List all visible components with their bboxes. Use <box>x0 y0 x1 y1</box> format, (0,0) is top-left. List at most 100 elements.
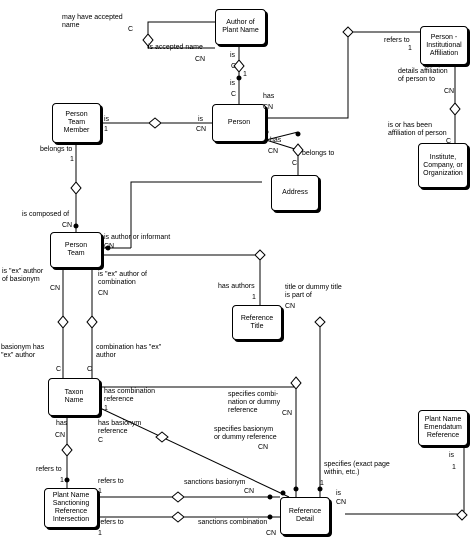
entity-person-team: Person Team <box>50 232 102 268</box>
label-refers-to: refers to <box>384 37 410 44</box>
label-title-or-dummy-title: title or dummy title is part of <box>285 284 342 299</box>
label-is-ex-author-of-basionym: is "ex" author of basionym <box>2 268 44 283</box>
label-cardinality: 1 <box>243 71 247 78</box>
diamond-marker <box>342 26 354 38</box>
label-cardinality: 1 <box>60 477 64 484</box>
label-has-combination-reference: has combination reference <box>104 388 155 403</box>
entity-person-institutional-affiliation: Person - Institutional Affiliation <box>420 26 468 65</box>
diamond-marker <box>70 181 82 195</box>
label-specifies-combination: specifies combi- nation or dummy referen… <box>228 391 281 414</box>
label-cardinality: 1 <box>104 126 108 133</box>
label-cardinality: C <box>231 91 237 98</box>
label-cardinality: C <box>56 366 62 373</box>
diamond-marker <box>254 249 266 261</box>
diamond-marker <box>61 443 73 457</box>
label-cardinality: CN <box>195 56 206 63</box>
connector <box>265 139 299 151</box>
label-cardinality: 1 <box>70 156 74 163</box>
label-is: is <box>198 116 204 123</box>
connector <box>265 131 299 141</box>
label-is-accepted-name: is accepted name <box>148 44 203 51</box>
label-basionym-has-ex-author: basionym has "ex" author <box>1 344 45 359</box>
label-is-author-or-informant: is author or informant <box>104 234 171 241</box>
label-cardinality: 1 <box>98 488 102 495</box>
diamond-marker <box>292 143 304 157</box>
label-has-basionym-reference: has basionym reference <box>98 420 142 435</box>
label-cardinality: C <box>292 160 298 167</box>
dot-marker <box>267 514 273 520</box>
label-cardinality: CN <box>336 499 347 506</box>
dot-marker <box>105 245 111 251</box>
label-cardinality: C <box>128 26 134 33</box>
entity-plant-name-emendatum-reference: Plant Name Emendatum Reference <box>418 410 468 446</box>
label-cardinality: CN <box>268 148 279 155</box>
entity-person-team-member: Person Team Member <box>52 103 101 143</box>
label-cardinality: 1 <box>452 464 456 471</box>
label-belongs-to: belongs to <box>302 150 335 157</box>
dot-marker <box>267 494 273 500</box>
label-cardinality: CN <box>50 285 61 292</box>
label-cardinality: CN <box>263 104 274 111</box>
dot-marker <box>295 131 301 137</box>
diamond-marker <box>171 491 185 503</box>
label-cardinality: 1 <box>104 405 108 412</box>
label-cardinality: CN <box>104 243 115 250</box>
label-refers-to: refers to <box>36 466 62 473</box>
diamond-marker <box>148 117 162 129</box>
label-has: has <box>263 93 275 100</box>
label-is: is <box>336 490 342 497</box>
diamond-marker <box>155 431 169 443</box>
dot-marker <box>64 477 70 483</box>
label-cardinality: C <box>446 138 452 145</box>
label-details-affiliation: details affiliation of person to <box>398 68 448 83</box>
label-specifies-basionym: specifies basionym or dummy reference <box>214 426 277 441</box>
diamond-marker <box>57 315 69 329</box>
entity-address: Address <box>271 175 319 211</box>
connector <box>345 446 465 515</box>
label-is: is <box>449 452 455 459</box>
label-refers-to: refers to <box>98 478 124 485</box>
label-cardinality: CN <box>244 488 255 495</box>
dot-marker <box>280 490 286 496</box>
label-has-authors: has authors <box>218 283 255 290</box>
label-is-or-has-been: is or has been affiliation of person <box>388 122 447 137</box>
entity-reference-title: Reference Title <box>232 305 282 340</box>
label-cardinality: 1 <box>320 480 324 487</box>
connector <box>99 407 290 498</box>
label-is-ex-author-of-combination: is "ex" author of combination <box>98 271 147 286</box>
label-specifies-exact-page: specifies (exact page within, etc.) <box>324 461 390 476</box>
label-has: has <box>270 137 282 144</box>
label-is: is <box>104 116 110 123</box>
dot-marker <box>236 75 242 81</box>
label-cardinality: CN <box>282 410 293 417</box>
label-cardinality: C <box>87 366 93 373</box>
label-cardinality: C <box>98 437 104 444</box>
label-cardinality: 1 <box>408 45 412 52</box>
diamond-marker <box>171 511 185 523</box>
entity-institute-company-organization: Institute, Company, or Organization <box>418 143 468 188</box>
entity-reference-detail: Reference Detail <box>280 497 330 535</box>
label-cardinality: CN <box>62 222 73 229</box>
label-cardinality: C <box>231 63 237 70</box>
label-has: has <box>56 420 68 427</box>
dot-marker <box>317 486 323 492</box>
label-cardinality: 1 <box>98 530 102 537</box>
connector <box>266 31 420 119</box>
label-may-have-accepted-name: may have accepted name <box>62 14 123 29</box>
entity-person: Person <box>212 104 266 142</box>
label-sanctions-combination: sanctions combination <box>198 519 268 526</box>
dot-marker <box>293 486 299 492</box>
label-is: is <box>230 80 236 87</box>
label-cardinality: CN <box>98 290 109 297</box>
entity-plant-name-sanctioning-reference-intersection: Plant Name Sanctioning Reference Interse… <box>44 488 98 528</box>
label-combination-has-ex-author: combination has "ex" author <box>96 344 162 359</box>
label-cardinality: CN <box>444 88 455 95</box>
label-cardinality: CN <box>258 444 269 451</box>
diamond-marker <box>233 59 245 73</box>
connector <box>147 21 215 40</box>
label-belongs-to: belongs to <box>40 146 73 153</box>
connector <box>130 181 262 248</box>
label-cardinality: CN <box>196 126 207 133</box>
diamond-marker <box>290 376 302 390</box>
